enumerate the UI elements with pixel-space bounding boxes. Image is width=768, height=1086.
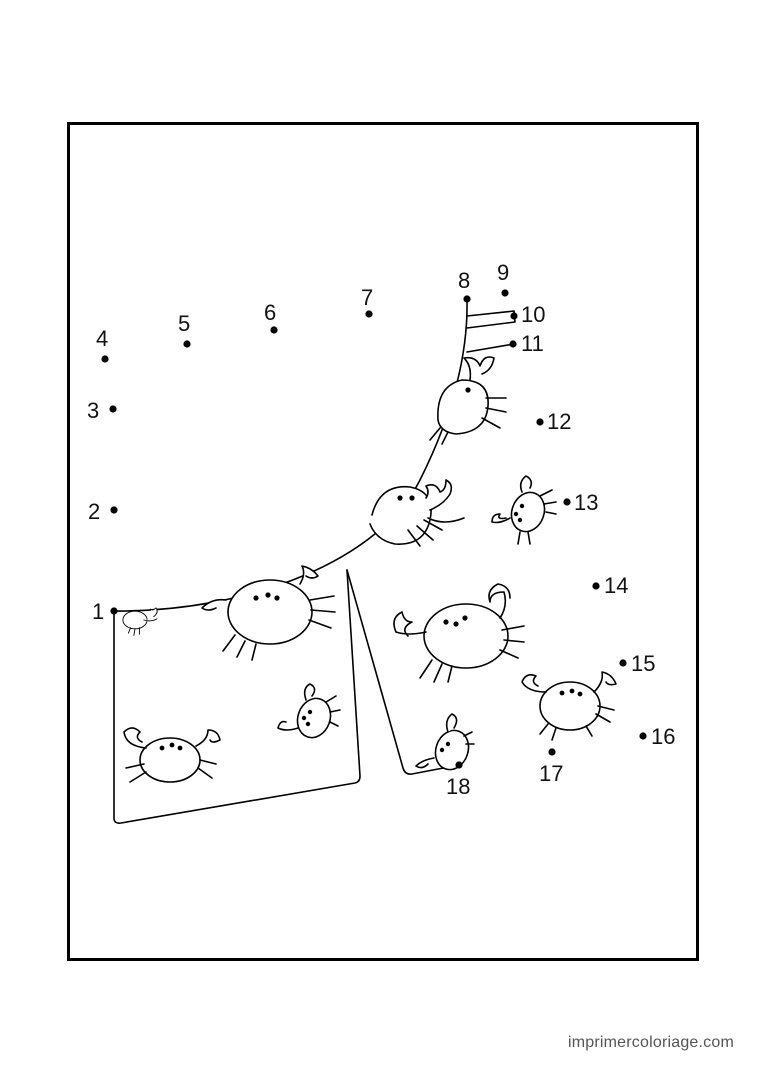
dot-9 <box>501 289 509 297</box>
dot-2 <box>110 506 118 514</box>
dot-label-17: 17 <box>539 761 563 786</box>
dot-17 <box>548 748 556 756</box>
dot-7 <box>365 310 373 318</box>
dot-13 <box>563 498 571 506</box>
crab-7 <box>521 671 617 741</box>
dot-labels: 1 2 3 4 5 6 7 8 9 10 11 12 13 14 15 16 1… <box>87 260 675 799</box>
dot-label-7: 7 <box>361 285 373 310</box>
crabs <box>122 356 617 783</box>
crab-4 <box>429 356 507 445</box>
dot-1 <box>110 607 118 615</box>
dot-8 <box>463 295 471 303</box>
dot-18 <box>455 761 463 769</box>
crab-2 <box>201 565 336 661</box>
dot-12 <box>536 418 544 426</box>
dot-label-12: 12 <box>547 409 571 434</box>
crab-6 <box>393 583 525 683</box>
crab-1 <box>122 607 158 636</box>
dot-10 <box>510 312 518 320</box>
dot-6 <box>270 326 278 334</box>
dot-label-6: 6 <box>264 300 276 325</box>
dot-markers <box>101 289 647 769</box>
site-watermark: imprimercoloriage.com <box>567 1034 734 1051</box>
dot-label-5: 5 <box>178 311 190 336</box>
dot-5 <box>183 340 191 348</box>
crab-8 <box>415 713 475 771</box>
crab-10 <box>277 683 341 739</box>
crab-3 <box>369 479 465 547</box>
dot-label-9: 9 <box>497 260 509 285</box>
crab-5 <box>491 475 557 545</box>
dot-label-11: 11 <box>521 331 544 356</box>
dot-label-4: 4 <box>96 326 108 351</box>
dot-label-15: 15 <box>631 651 655 676</box>
crab-9 <box>123 727 221 783</box>
dot-11 <box>509 340 517 348</box>
dot-label-16: 16 <box>651 724 675 749</box>
dot-label-18: 18 <box>446 774 470 799</box>
dot-label-14: 14 <box>604 573 628 598</box>
dot-label-2: 2 <box>88 499 100 524</box>
page-frame <box>67 122 699 961</box>
dot-14 <box>592 582 600 590</box>
dot-label-13: 13 <box>574 490 598 515</box>
dot-label-8: 8 <box>458 268 470 293</box>
dot-label-10: 10 <box>521 302 545 327</box>
dot-label-3: 3 <box>87 398 99 423</box>
dot-label-1: 1 <box>92 599 104 624</box>
dot-3 <box>109 405 117 413</box>
dot-4 <box>101 355 109 363</box>
dot-16 <box>639 732 647 740</box>
dot-15 <box>619 659 627 667</box>
